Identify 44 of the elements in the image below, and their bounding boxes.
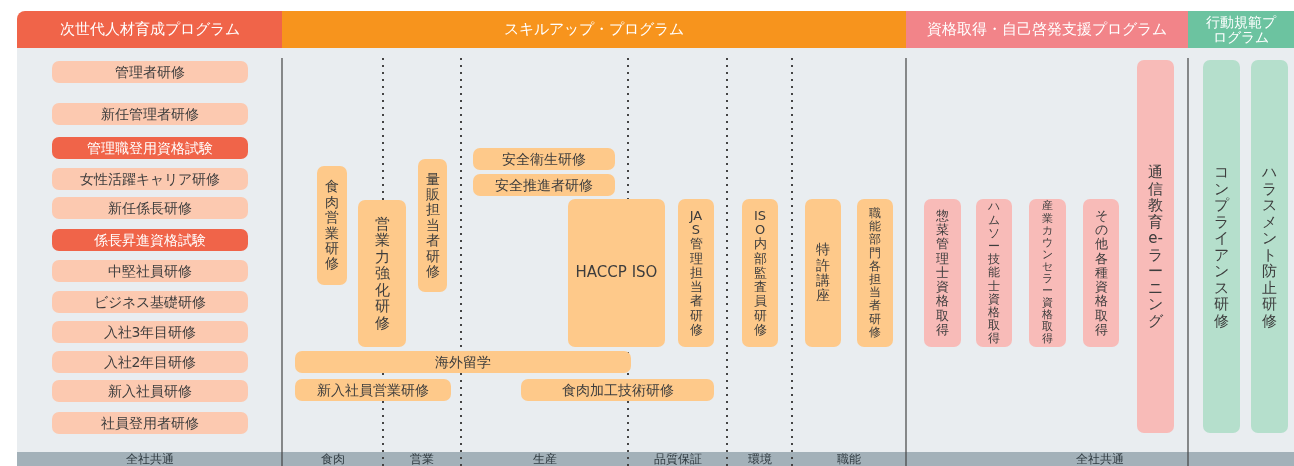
header-band: スキルアップ・プログラム <box>282 11 906 48</box>
category-label: 環境 <box>747 452 772 466</box>
category-label: 営業 <box>410 452 434 466</box>
program-pill: 食肉営業研修 <box>317 166 347 285</box>
program-pill: ビジネス基礎研修 <box>52 291 248 313</box>
program-pill: その他各種資格取得 <box>1083 199 1119 347</box>
program-pill: 社員登用者研修 <box>52 412 248 434</box>
category-label: 全社共通 <box>1076 452 1124 466</box>
program-pill: 新入社員営業研修 <box>295 379 451 401</box>
program-pill: HACCP ISO <box>568 199 665 347</box>
header-band: 資格取得・自己啓発支援プログラム <box>906 11 1188 48</box>
header-band: 行動規範プログラム <box>1188 11 1294 48</box>
program-pill: 惣菜管理士資格取得 <box>924 199 961 347</box>
program-pill: 量販担当者研修 <box>418 159 447 292</box>
program-pill: 安全推進者研修 <box>473 174 615 196</box>
program-pill: 入社3年目研修 <box>52 321 248 343</box>
program-pill: ハムソー技能士資格取得 <box>976 199 1012 347</box>
program-pill: 入社2年目研修 <box>52 351 248 373</box>
program-pill: 管理職登用資格試験 <box>52 137 248 159</box>
program-pill: 産業カウンセラー資格取得 <box>1029 199 1066 347</box>
program-pill: 食肉加工技術研修 <box>521 379 714 401</box>
program-pill: 特許講座 <box>805 199 841 347</box>
header-band: 次世代人材育成プログラム <box>17 11 282 48</box>
program-pill: 職能部門各担当者研修 <box>857 199 893 347</box>
program-pill: 通信教育e-ラーニング <box>1137 60 1174 433</box>
category-label: 全社共通 <box>125 452 174 466</box>
program-pill: 管理者研修 <box>52 61 248 83</box>
program-pill: 海外留学 <box>295 351 631 373</box>
program-pill: ハラスメント防止研修 <box>1251 60 1288 433</box>
category-label: 生産 <box>532 452 557 466</box>
program-pill: 新任係長研修 <box>52 197 248 219</box>
program-pill: 新入社員研修 <box>52 380 248 402</box>
program-pill: コンプライアンス研修 <box>1203 60 1240 433</box>
category-label: 職能 <box>837 452 861 466</box>
program-pill: 新任管理者研修 <box>52 103 248 125</box>
program-pill: JAS管理担当者研修 <box>678 199 714 347</box>
program-pill: ISO内部監査員研修 <box>742 199 778 347</box>
program-pill: 女性活躍キャリア研修 <box>52 168 248 190</box>
category-label: 品質保証 <box>653 452 702 466</box>
program-pill: 営業力強化研修 <box>358 200 406 347</box>
program-pill: 安全衛生研修 <box>473 148 615 170</box>
program-pill: 係長昇進資格試験 <box>52 229 248 251</box>
program-pill: 中堅社員研修 <box>52 260 248 282</box>
category-label: 食肉 <box>320 452 345 466</box>
